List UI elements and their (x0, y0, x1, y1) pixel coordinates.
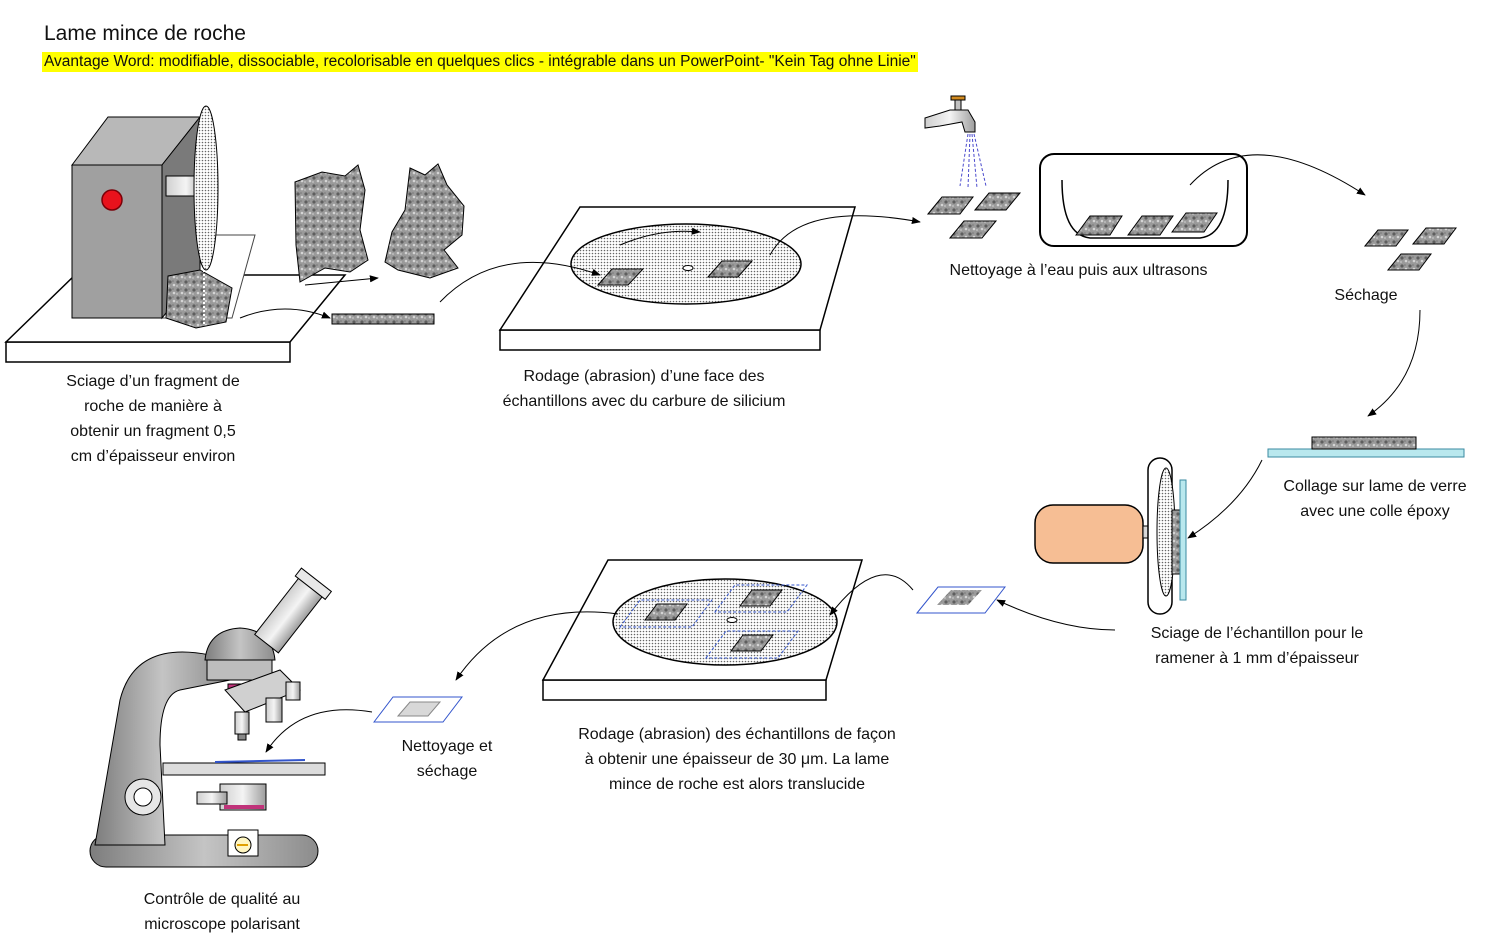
arrow-slab-to-lapping (439, 261, 601, 303)
ultrasonic-bath (1039, 153, 1248, 247)
arrow-glue-to-resaw (1187, 459, 1263, 539)
slides-on-disc (619, 584, 808, 659)
glass-slide-glued (1267, 436, 1465, 458)
caption-drying: Séchage (1334, 287, 1398, 304)
rock-slab (331, 313, 435, 325)
thin-slide-2 (372, 696, 464, 723)
final-lapping-disc (612, 578, 838, 666)
saw-box-front (71, 164, 163, 319)
motor (1034, 504, 1144, 564)
rock-fragments (294, 163, 465, 325)
arrow-drying-to-glue (1367, 309, 1421, 417)
arrow-slide-to-final-lapping (829, 574, 914, 616)
washed-samples (926, 192, 1022, 239)
resaw-glass (1179, 479, 1187, 601)
process-arrows (239, 154, 1421, 753)
arrow-final-lapping-to-clean (455, 611, 619, 681)
saw-base (5, 341, 291, 363)
saw-machine (4, 105, 347, 363)
rotation-arrow (619, 227, 701, 246)
arrow-saw-to-fragments (304, 275, 379, 286)
caption-sawing: Sciage d’un fragment de roche de manière… (66, 373, 240, 465)
lapping-sample-1 (596, 268, 645, 286)
microscope (89, 567, 333, 868)
microscope-stage (162, 762, 326, 776)
rock-fragment-1 (294, 164, 369, 283)
final-lapping-machine (541, 559, 864, 701)
lapping-machine (498, 206, 856, 351)
arrow-bath-to-drying (1189, 154, 1366, 196)
lapping-disc-hole (682, 265, 694, 271)
page-title: Lame mince de roche (44, 22, 246, 45)
lapping-sample-2 (706, 260, 754, 278)
caption-cleaning: Nettoyage à l’eau puis aux ultrasons (949, 262, 1208, 279)
caption-lapping: Rodage (abrasion) d’une face des échanti… (502, 368, 786, 410)
saw-blade (193, 105, 219, 271)
caption-gluing: Collage sur lame de verre avec une colle… (1283, 478, 1467, 520)
objective-1 (234, 711, 250, 735)
caption-quality-control: Contrôle de qualité au microscope polari… (143, 891, 301, 933)
glass-slide (1267, 448, 1465, 458)
objective-2 (265, 697, 283, 723)
arrow-cut-to-slab (239, 308, 331, 319)
caption-resawing: Sciage de l’échantillon pour le ramener … (1150, 625, 1364, 667)
page-subtitle: Avantage Word: modifiable, dissociable, … (42, 52, 918, 72)
arrow-clean-to-microscope (265, 709, 373, 753)
eyepiece-tube (254, 567, 333, 654)
thin-slide-1 (915, 586, 1007, 614)
arrow-lapping-to-wash (769, 215, 921, 256)
caption-final-lapping: Rodage (abrasion) des échantillons de fa… (578, 726, 896, 793)
rock-fragment-2 (384, 163, 465, 279)
caption-clean-dry: Nettoyage et séchage (401, 738, 493, 780)
lapping-disc (570, 223, 802, 305)
rock-being-cut (165, 269, 233, 329)
saw-red-button (101, 189, 123, 211)
drying-samples (1363, 227, 1457, 271)
lapping-base-side (499, 329, 821, 351)
arrow-resaw-to-slide (996, 599, 1116, 631)
glued-sample (1311, 436, 1417, 450)
water-spray (959, 133, 987, 189)
objective-3 (285, 681, 301, 701)
microscope-arm (94, 651, 231, 846)
resaw-machine (1034, 457, 1187, 615)
water-tap (924, 95, 987, 189)
